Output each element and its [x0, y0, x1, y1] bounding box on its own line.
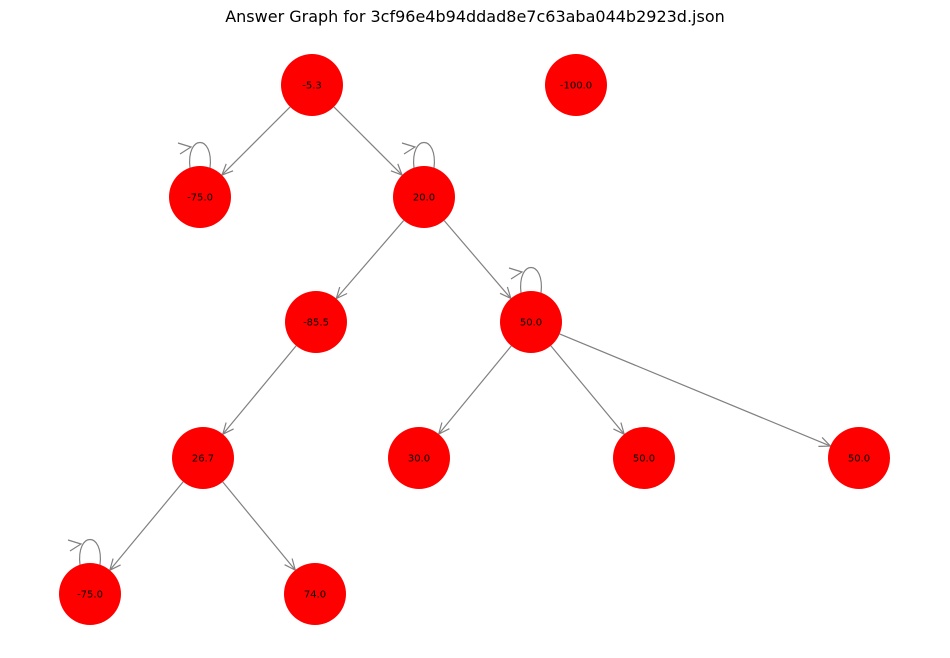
graph-edge — [335, 220, 405, 300]
nodes-layer: -5.3 -100.0 -75.0 20.0 -85.5 50.0 26.7 30.0 50.0… — [59, 54, 890, 625]
graph-node: -85.5 — [285, 291, 347, 353]
graph-node: 20.0 — [393, 166, 455, 228]
graph-node: 50.0 — [613, 427, 675, 489]
node-label: -100.0 — [560, 81, 592, 92]
node-label: 74.0 — [304, 590, 326, 601]
self-loop-edge — [177, 141, 211, 169]
graph-edge — [333, 106, 404, 177]
graph-node: -5.3 — [281, 54, 343, 116]
node-circle — [169, 166, 231, 228]
node-label: -75.0 — [187, 193, 213, 204]
graph-edge — [437, 345, 512, 436]
node-label: -75.0 — [77, 590, 103, 601]
node-label: 26.7 — [192, 454, 214, 465]
node-label: 20.0 — [413, 193, 435, 204]
graph-node: 50.0 — [500, 291, 562, 353]
graph-node: 26.7 — [172, 427, 234, 489]
edges-layer — [67, 106, 832, 572]
graph-edge — [108, 481, 184, 572]
node-circle — [172, 427, 234, 489]
node-label: 50.0 — [848, 454, 870, 465]
node-circle — [393, 166, 455, 228]
node-label: -5.3 — [302, 81, 322, 92]
graph-edge — [222, 481, 297, 572]
graph-node: 30.0 — [388, 427, 450, 489]
self-loop-edge — [401, 141, 435, 169]
graph-edge — [443, 220, 512, 300]
node-label: 50.0 — [633, 454, 655, 465]
node-circle — [59, 563, 121, 625]
self-loop-edge — [67, 538, 101, 566]
graph-edge — [221, 345, 297, 436]
node-label: 50.0 — [520, 318, 542, 329]
node-circle — [284, 563, 346, 625]
graph-node: 74.0 — [284, 563, 346, 625]
node-label: -85.5 — [303, 318, 329, 329]
node-circle — [285, 291, 347, 353]
node-label: 30.0 — [408, 454, 430, 465]
self-loop-edge — [508, 266, 542, 294]
graph-title: Answer Graph for 3cf96e4b94ddad8e7c63aba… — [225, 7, 725, 26]
graph-node: -100.0 — [545, 54, 607, 116]
graph-edge — [220, 106, 291, 177]
graph-edge — [550, 345, 626, 436]
node-circle — [500, 291, 562, 353]
graph-edge — [559, 333, 832, 447]
graph-node: -75.0 — [59, 563, 121, 625]
graph-node: -75.0 — [169, 166, 231, 228]
node-circle — [613, 427, 675, 489]
node-circle — [388, 427, 450, 489]
node-circle — [545, 54, 607, 116]
node-circle — [828, 427, 890, 489]
node-circle — [281, 54, 343, 116]
graph-node: 50.0 — [828, 427, 890, 489]
